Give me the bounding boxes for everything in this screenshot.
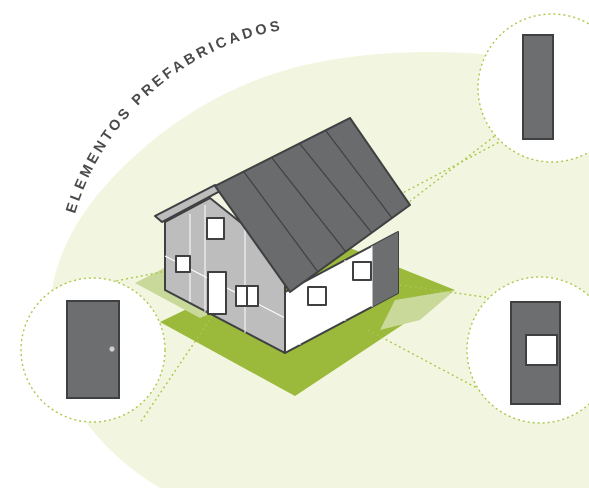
right-wall-dark-panel	[372, 232, 398, 307]
house-door	[207, 271, 227, 315]
callout-door	[20, 277, 166, 423]
callout-wall-panel	[477, 13, 589, 163]
window-panel-opening	[525, 334, 558, 366]
door-knob-icon	[109, 346, 115, 352]
gable-window	[206, 217, 225, 240]
house	[154, 117, 411, 354]
small-window-left	[175, 255, 191, 273]
roof	[214, 117, 411, 293]
right-window-2	[352, 261, 372, 281]
callout-window-panel	[466, 276, 589, 424]
right-window-1	[307, 286, 327, 306]
wall-panel-icon	[522, 34, 554, 140]
